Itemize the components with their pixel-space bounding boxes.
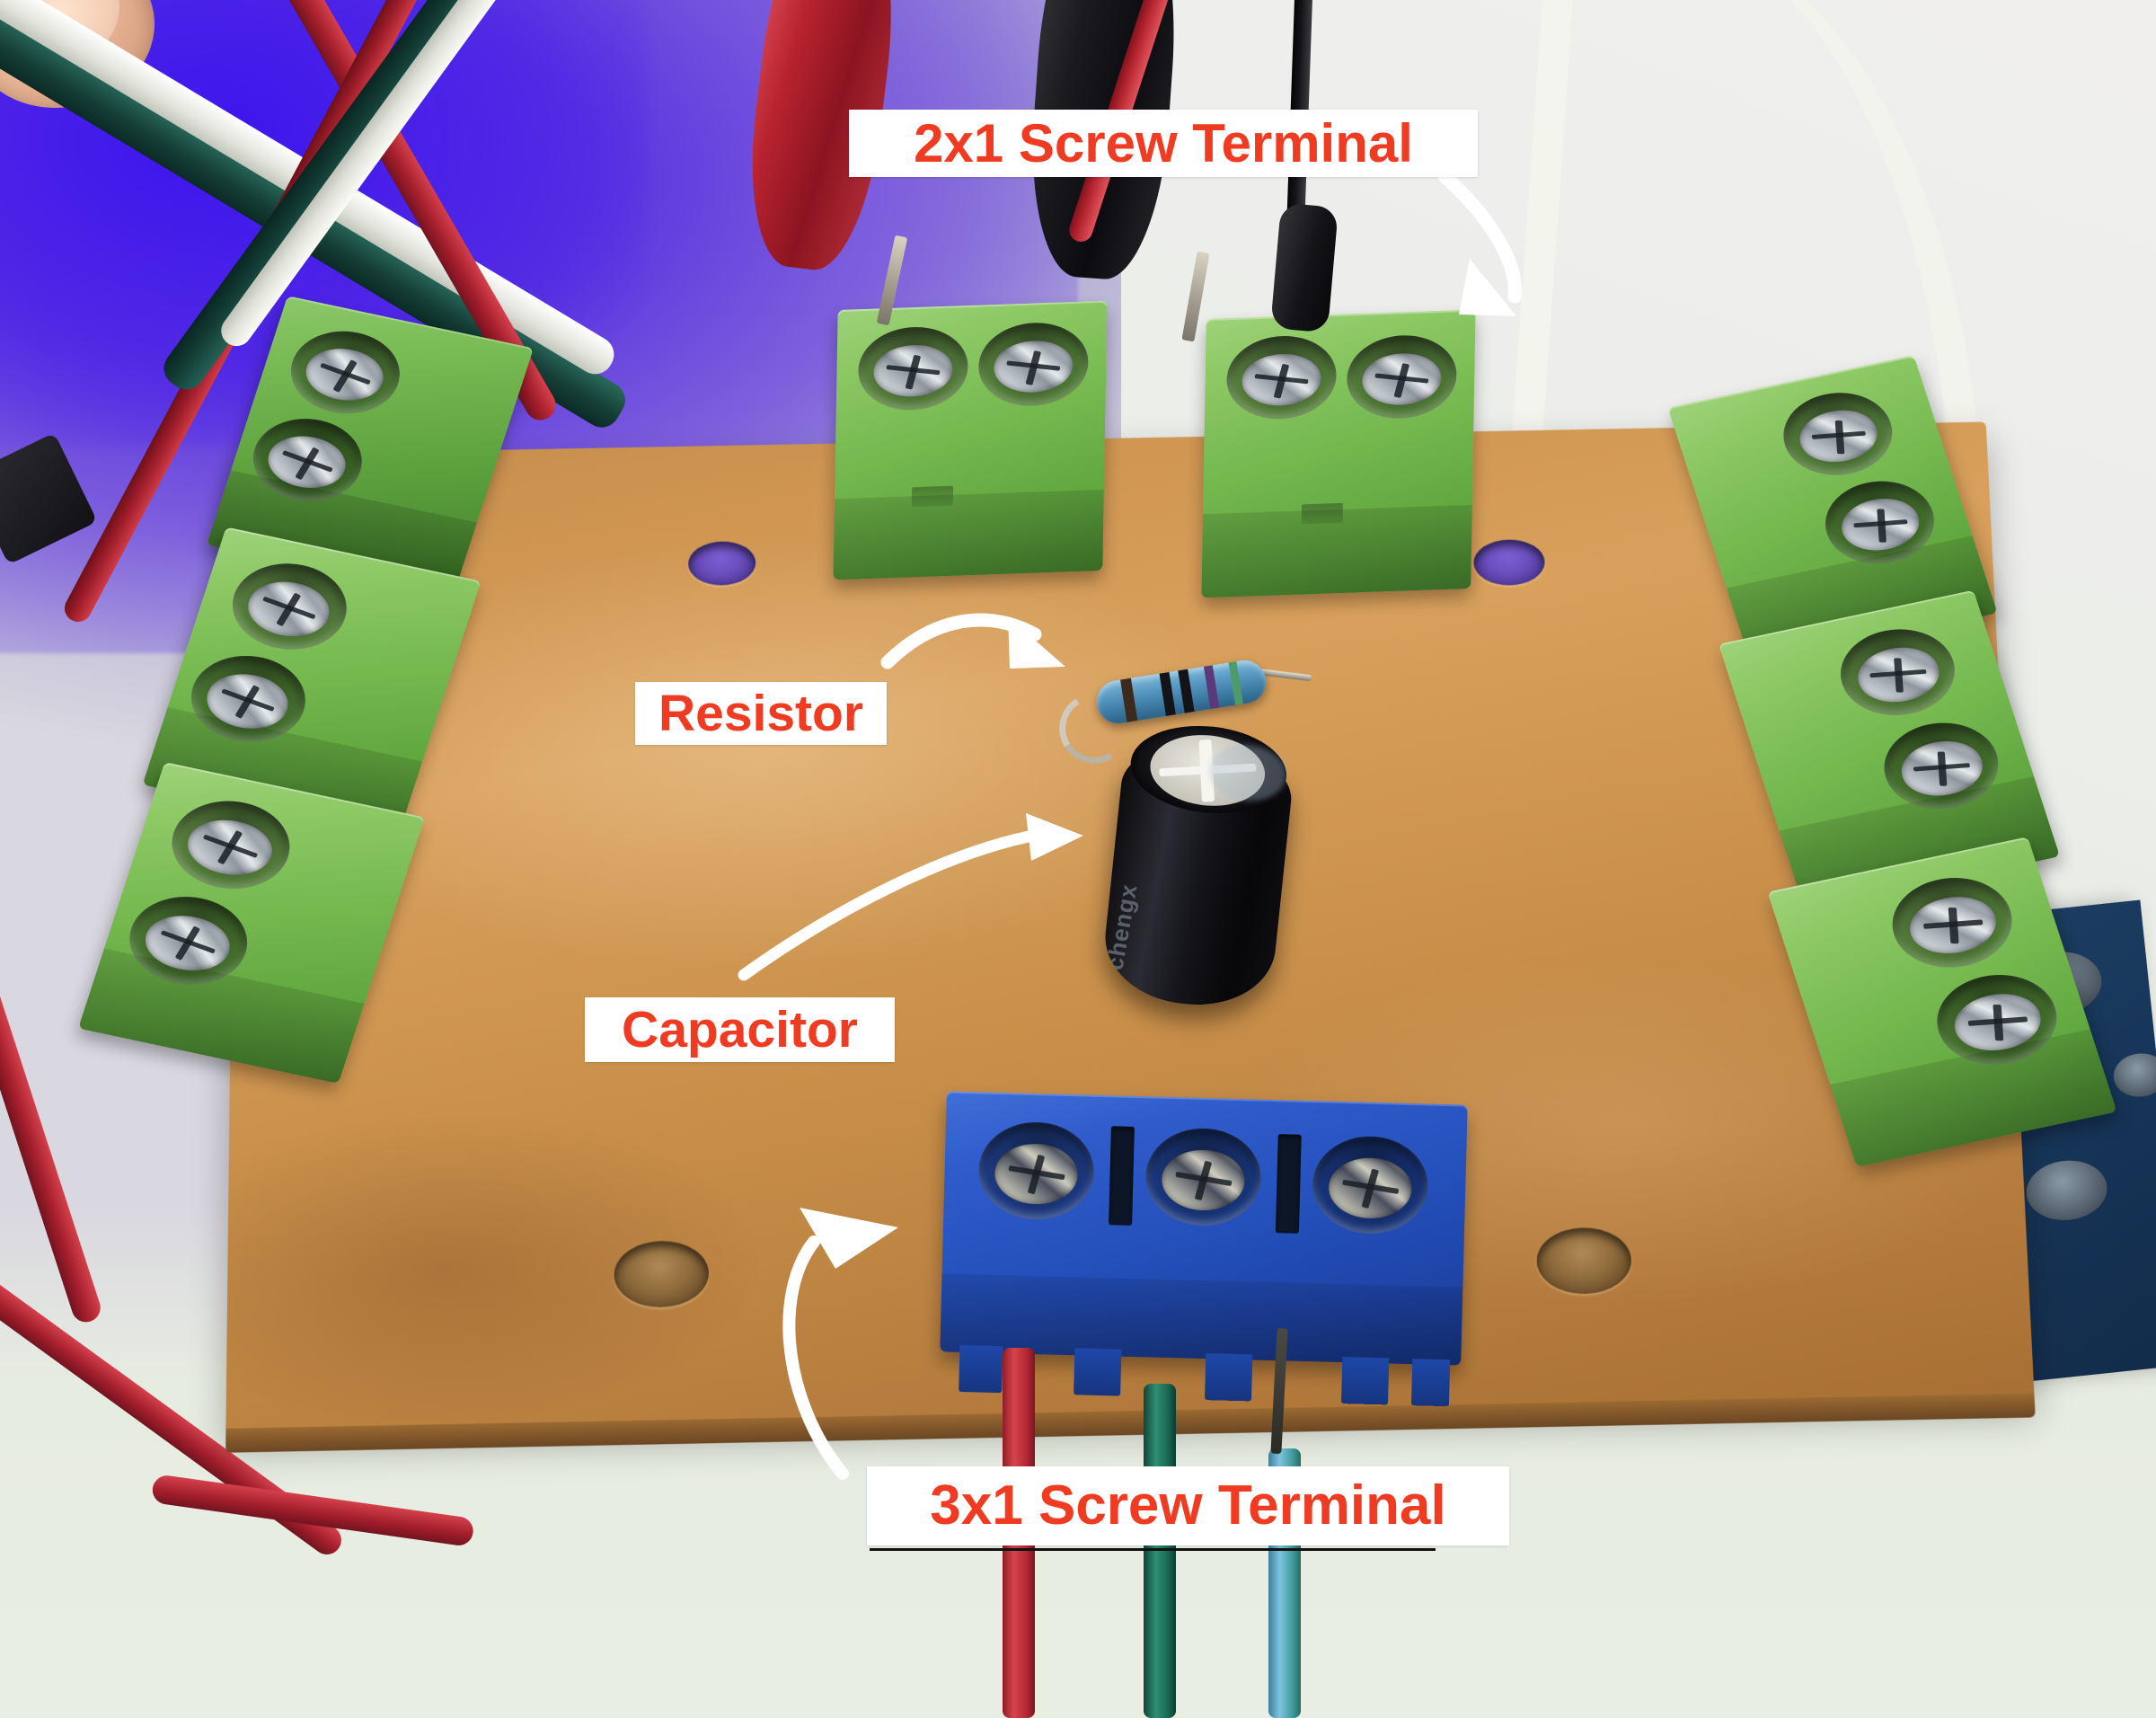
arrow-3x1-screw-terminal: [782, 1235, 849, 1480]
label-3x1-screw-terminal: 3x1 Screw Terminal: [867, 1466, 1509, 1545]
label-3x1-text: 3x1 Screw Terminal: [930, 1474, 1446, 1536]
arrow-2x1-screw-terminal: [1437, 169, 1522, 304]
arrow-head-resistor: [1008, 616, 1065, 669]
arrow-head-2x1: [1459, 259, 1516, 316]
label-2x1-text: 2x1 Screw Terminal: [914, 112, 1413, 173]
label-resistor-text: Resistor: [658, 684, 864, 742]
label-capacitor: Capacitor: [585, 997, 895, 1062]
label-3x1-underline: [870, 1548, 1436, 1551]
arrow-head-3x1: [800, 1208, 898, 1269]
arrow-capacitor: [738, 829, 1039, 981]
green-wire: [1144, 1384, 1176, 1718]
label-resistor: Resistor: [635, 682, 887, 745]
label-capacitor-text: Capacitor: [622, 1000, 858, 1058]
label-2x1-screw-terminal: 2x1 Screw Terminal: [849, 110, 1478, 177]
arrow-head-capacitor: [1026, 813, 1083, 861]
